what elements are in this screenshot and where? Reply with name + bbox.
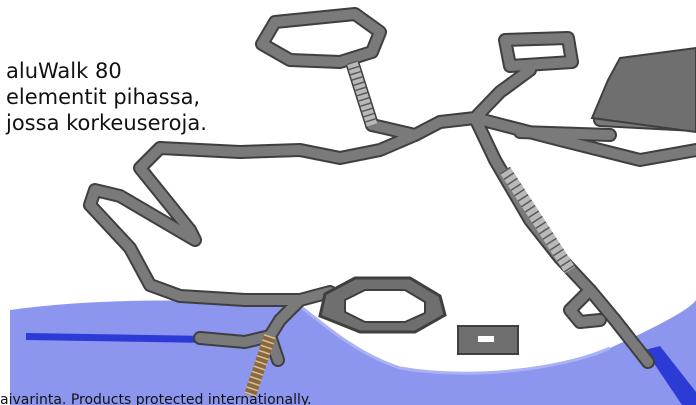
octagon-platform-inner [344, 289, 426, 323]
stairs-top [346, 60, 378, 127]
stairs-right-diagonal [499, 166, 576, 274]
shore-highlight [299, 304, 611, 375]
small-square-platform [457, 325, 519, 355]
small-square-opening [478, 336, 494, 342]
copyright-footer: aivarinta. Products protected internatio… [0, 392, 312, 405]
caption-line-2: elementit pihassa, [6, 85, 201, 109]
blue-ramp-right [645, 346, 696, 405]
caption-line-1: aluWalk 80 [6, 59, 122, 83]
caption: aluWalk 80 elementit pihassa, jossa kork… [6, 58, 207, 136]
large-deck [590, 46, 696, 134]
stairs-wood [244, 334, 276, 397]
water-area [10, 300, 696, 405]
walkway-surface [85, 9, 696, 367]
blue-ramp-left [26, 333, 210, 343]
caption-line-3: jossa korkeuseroja. [6, 111, 207, 135]
